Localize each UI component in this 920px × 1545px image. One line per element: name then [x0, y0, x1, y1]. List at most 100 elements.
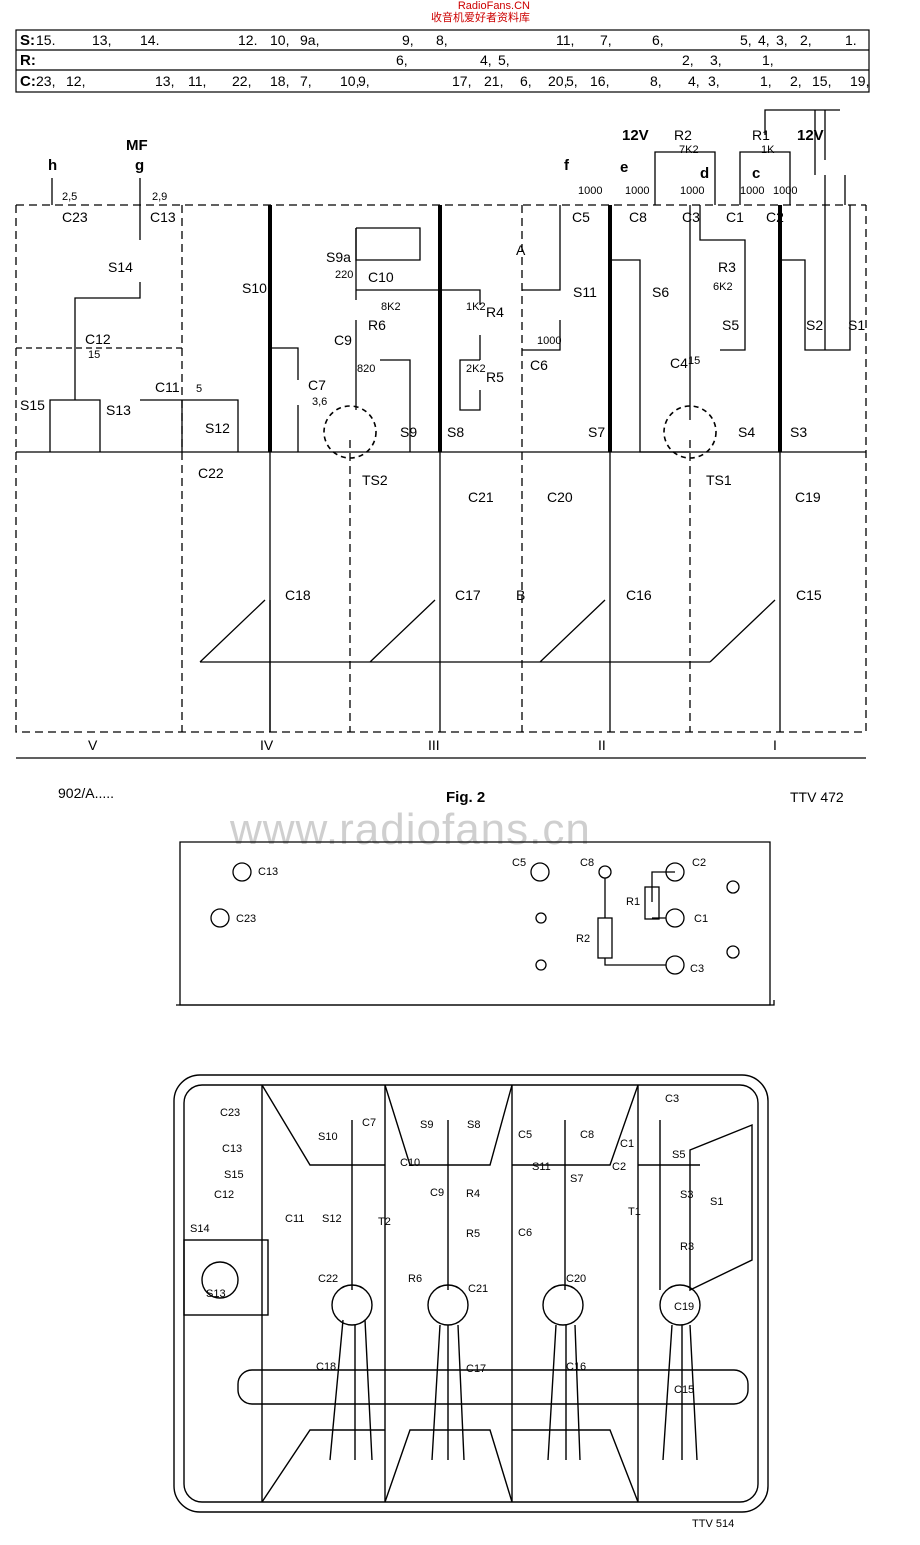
table-cell: 2, — [790, 73, 802, 89]
layout-label: S3 — [680, 1189, 693, 1201]
component-label: S11 — [573, 284, 597, 300]
section-label: III — [428, 737, 440, 753]
component-label: C1 — [726, 209, 744, 225]
value-label: 6K2 — [713, 281, 733, 293]
value-label: 7K2 — [679, 144, 699, 156]
layout-label: C1 — [620, 1138, 634, 1150]
layout-label: S9 — [420, 1119, 433, 1131]
table-cell: 15. — [36, 32, 55, 48]
table-cell: 5, — [740, 32, 752, 48]
panel-label: C5 — [512, 857, 526, 869]
table-cell: 21, — [484, 73, 503, 89]
table-cell: 8, — [650, 73, 662, 89]
layout-label: C19 — [674, 1301, 694, 1313]
table-row-label: C: — [20, 73, 36, 90]
table-cell: 16, — [590, 73, 609, 89]
layout-label: S11 — [532, 1161, 551, 1173]
terminal-label: h — [48, 157, 57, 174]
layout-label: C22 — [318, 1273, 338, 1285]
value-label: 1K2 — [466, 301, 486, 313]
table-cell: 7, — [600, 32, 612, 48]
site-header: RadioFans.CN 收音机爱好者资料库 — [0, 0, 920, 24]
table-cell: 6, — [396, 52, 408, 68]
table-cell: 11, — [556, 32, 574, 48]
layout-label: S12 — [322, 1213, 342, 1225]
layout-label: C2 — [612, 1161, 626, 1173]
table-cell: 11, — [188, 73, 206, 89]
table-cell: 10, — [270, 32, 289, 48]
layout-label: C21 — [468, 1283, 488, 1295]
table-cell: 2, — [800, 32, 812, 48]
layout-label: S10 — [318, 1131, 338, 1143]
transistors — [323, 405, 717, 459]
table-cell: 20, — [548, 73, 567, 89]
component-label: R3 — [718, 259, 736, 275]
layout-label: C17 — [466, 1363, 486, 1375]
table-cell: 1, — [760, 73, 772, 89]
panel-label: R2 — [576, 933, 590, 945]
drawing-code: TTV 472 — [790, 789, 844, 805]
panel-label: C13 — [258, 866, 278, 878]
component-label: C11 — [155, 379, 180, 395]
table-cell: 14. — [140, 32, 159, 48]
layout-label: C23 — [220, 1107, 240, 1119]
component-label: C17 — [455, 587, 481, 603]
value-label: 820 — [357, 363, 375, 375]
layout-label: R6 — [408, 1273, 422, 1285]
table-text: S:15.13,14.12.10,9a,9,8,11,7,6,5,4,3,2,1… — [20, 32, 869, 90]
component-label: S5 — [722, 317, 739, 333]
site-subtitle: 收音机爱好者资料库 — [431, 12, 530, 24]
component-label: S3 — [790, 424, 807, 440]
component-label: TS1 — [706, 472, 732, 488]
component-label: S6 — [652, 284, 669, 300]
table-row-label: S: — [20, 32, 35, 49]
layout-label: C13 — [222, 1143, 242, 1155]
panel-label: C8 — [580, 857, 594, 869]
terminal-label: 12V — [797, 127, 824, 144]
panel-label: C1 — [694, 913, 708, 925]
layout-label: R5 — [466, 1228, 480, 1240]
value-label: 15 — [688, 355, 700, 367]
value-label: 1K — [761, 144, 775, 156]
table-cell: 23, — [36, 73, 55, 89]
component-label: B — [516, 587, 525, 603]
component-label: C2 — [766, 209, 784, 225]
component-label: C16 — [626, 587, 652, 603]
panel-label: C3 — [690, 963, 704, 975]
table-cell: 18, — [270, 73, 289, 89]
terminal-label: d — [700, 165, 709, 182]
component-label: C9 — [334, 332, 352, 348]
layout-label: C8 — [580, 1129, 594, 1141]
component-label: TS2 — [362, 472, 388, 488]
table-cell: 15, — [812, 73, 831, 89]
component-label: C3 — [682, 209, 700, 225]
layout-label: C20 — [566, 1273, 586, 1285]
section-label: I — [773, 737, 777, 753]
layout-label: C15 — [674, 1384, 694, 1396]
component-label: C12 — [85, 331, 111, 347]
table-cell: 13, — [92, 32, 111, 48]
layout-label: T1 — [628, 1206, 641, 1218]
terminal-label: 12V — [622, 127, 649, 144]
layout-label: R3 — [680, 1241, 694, 1253]
layout-label: C16 — [566, 1361, 586, 1373]
table-cell: 3, — [710, 52, 722, 68]
chassis-panel — [176, 841, 775, 1006]
table-cell: 12, — [66, 73, 85, 89]
component-label: C10 — [368, 269, 394, 285]
terminal-label: g — [135, 157, 144, 174]
layout-label: S8 — [467, 1119, 480, 1131]
terminal-label: MF — [126, 137, 148, 154]
table-cell: 22, — [232, 73, 251, 89]
site-name: RadioFans.CN — [457, 0, 530, 12]
component-label: R5 — [486, 369, 504, 385]
value-label: 220 — [335, 269, 353, 281]
component-label: S15 — [20, 397, 45, 413]
component-label: C18 — [285, 587, 311, 603]
layout-label: C9 — [430, 1187, 444, 1199]
section-label: IV — [260, 737, 274, 753]
